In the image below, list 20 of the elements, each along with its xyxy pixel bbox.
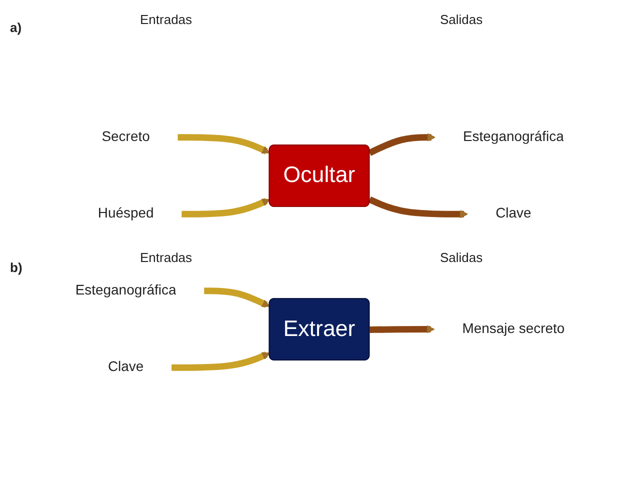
part-label: a) (10, 20, 22, 35)
column-heading: Salidas (440, 250, 483, 265)
node-text: Clave (496, 206, 532, 222)
node-text: Secreto (102, 128, 150, 145)
node-text: Esteganográfica (463, 128, 564, 145)
arrow (178, 134, 270, 154)
node-text: Esteganográfica (75, 282, 176, 298)
arrow (368, 196, 468, 218)
node-text: Huésped (98, 206, 154, 222)
arrow (172, 352, 270, 371)
column-heading: Entradas (140, 12, 192, 27)
arrow (370, 325, 435, 334)
part-label: b) (10, 260, 22, 275)
arrow (204, 288, 270, 308)
column-heading: Salidas (440, 12, 483, 27)
arrow (368, 133, 436, 156)
node-text: Clave (108, 359, 144, 375)
arrow (182, 198, 270, 218)
column-heading: Entradas (140, 250, 192, 265)
node-text: Mensaje secreto (462, 320, 565, 336)
